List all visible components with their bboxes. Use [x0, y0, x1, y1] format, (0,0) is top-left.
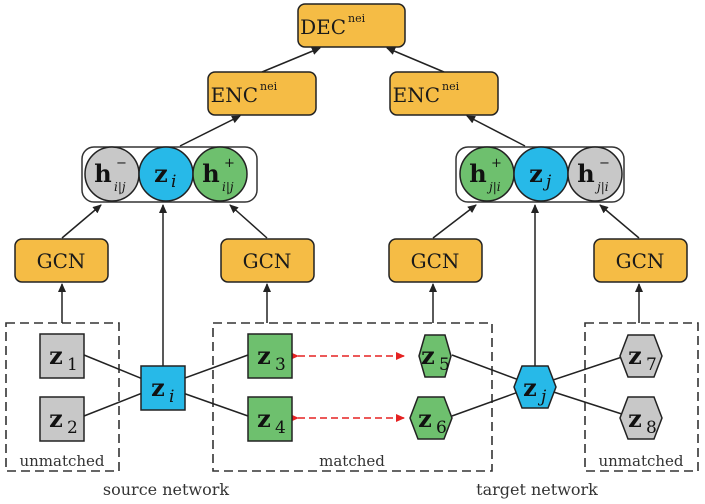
- arrow-enc-right-to-dec: [386, 47, 445, 73]
- zi-group-sub: i: [171, 172, 176, 192]
- svg-text:z: z: [523, 373, 537, 402]
- svg-text:7: 7: [646, 355, 657, 375]
- enc-left-sup: nei: [260, 80, 278, 93]
- zj-group-main: z: [529, 159, 543, 188]
- arrow-gcn3-to-h-plus-j: [432, 204, 477, 239]
- node-zj: z j: [513, 365, 557, 409]
- matched-caption: matched: [319, 452, 385, 470]
- gcn-module-4: GCN: [593, 238, 688, 283]
- dec-sup: nei: [348, 12, 366, 25]
- dec-label: DEC: [300, 15, 346, 39]
- h-plus-j-node: [459, 146, 515, 202]
- flow-arrows: [58, 47, 643, 366]
- svg-text:z: z: [628, 341, 642, 370]
- match-arrows: [290, 352, 405, 422]
- h-plus-j-sup: +: [491, 156, 502, 171]
- node-z6: z 6: [409, 396, 453, 440]
- h-minus-j-sup: −: [599, 156, 610, 171]
- arrow-gcn4-to-h-minus-j: [599, 204, 640, 239]
- h-minus-j-sub: j|i: [594, 180, 609, 194]
- node-z2: z 2: [39, 396, 85, 442]
- enc-left-label: ENC: [211, 83, 258, 107]
- svg-text:z: z: [257, 404, 271, 433]
- zj-group-sub: j: [542, 172, 552, 192]
- svg-text:2: 2: [67, 418, 78, 438]
- unmatched-left-caption: unmatched: [19, 452, 104, 470]
- gcn-module-2: GCN: [220, 238, 315, 283]
- node-z3: z 3: [247, 333, 293, 379]
- h-minus-i-sub: i|j: [114, 180, 126, 194]
- svg-text:z: z: [421, 341, 435, 370]
- arrow-gcn2-to-h-plus-i: [229, 204, 268, 239]
- h-minus-i-sup: −: [116, 156, 127, 171]
- node-z5: z 5: [418, 334, 452, 378]
- embedding-group-right: h + j|i z j h − j|i: [455, 146, 625, 203]
- node-z8: z 8: [619, 396, 663, 440]
- h-minus-j-node: [567, 146, 623, 202]
- node-z4: z 4: [247, 396, 293, 442]
- gcn-module-1: GCN: [14, 238, 109, 283]
- node-z1: z 1: [39, 333, 85, 379]
- svg-text:3: 3: [275, 355, 286, 375]
- enc-left-module: ENC nei: [207, 71, 317, 116]
- unmatched-right-caption: unmatched: [598, 452, 683, 470]
- h-plus-i-sup: +: [224, 156, 235, 171]
- embedding-group-left: h − i|j z i h + i|j: [81, 146, 258, 203]
- svg-text:z: z: [49, 341, 63, 370]
- arrow-group-left-to-enc: [179, 115, 241, 147]
- h-minus-j-main: h: [577, 159, 594, 188]
- svg-text:6: 6: [436, 418, 447, 438]
- h-minus-i-node: [84, 146, 140, 202]
- svg-text:4: 4: [275, 418, 286, 438]
- node-zi: z i: [140, 365, 186, 411]
- gcn2-label: GCN: [243, 249, 292, 273]
- h-plus-i-sub: i|j: [222, 180, 234, 194]
- arrow-group-right-to-enc: [466, 115, 526, 147]
- svg-text:z: z: [151, 373, 165, 402]
- gcn3-label: GCN: [411, 249, 460, 273]
- source-network-caption: source network: [103, 480, 229, 499]
- target-network-caption: target network: [476, 480, 598, 499]
- matched-region: [212, 322, 493, 472]
- enc-right-module: ENC nei: [389, 71, 499, 116]
- h-plus-i-node: [192, 146, 248, 202]
- arrow-enc-left-to-dec: [261, 47, 321, 73]
- svg-text:z: z: [49, 404, 63, 433]
- svg-text:z: z: [418, 404, 432, 433]
- svg-text:z: z: [628, 404, 642, 433]
- svg-text:j: j: [537, 387, 547, 407]
- enc-right-label: ENC: [393, 83, 440, 107]
- h-plus-j-sub: j|i: [486, 180, 501, 194]
- dec-module: DEC nei: [297, 3, 406, 48]
- svg-text:8: 8: [646, 418, 657, 438]
- gcn-module-3: GCN: [388, 238, 483, 283]
- node-z7: z 7: [619, 334, 663, 378]
- svg-text:1: 1: [67, 355, 78, 375]
- gcn4-label: GCN: [616, 249, 665, 273]
- unmatched-region-right: [584, 322, 699, 472]
- arrow-gcn1-to-h-minus-i: [61, 204, 102, 239]
- zi-group-main: z: [154, 159, 168, 188]
- svg-text:i: i: [169, 387, 174, 407]
- gcn1-label: GCN: [37, 249, 86, 273]
- svg-text:5: 5: [439, 355, 450, 375]
- h-plus-i-main: h: [202, 159, 219, 188]
- h-minus-i-main: h: [94, 159, 111, 188]
- h-plus-j-main: h: [469, 159, 486, 188]
- enc-right-sup: nei: [442, 80, 460, 93]
- svg-text:z: z: [257, 341, 271, 370]
